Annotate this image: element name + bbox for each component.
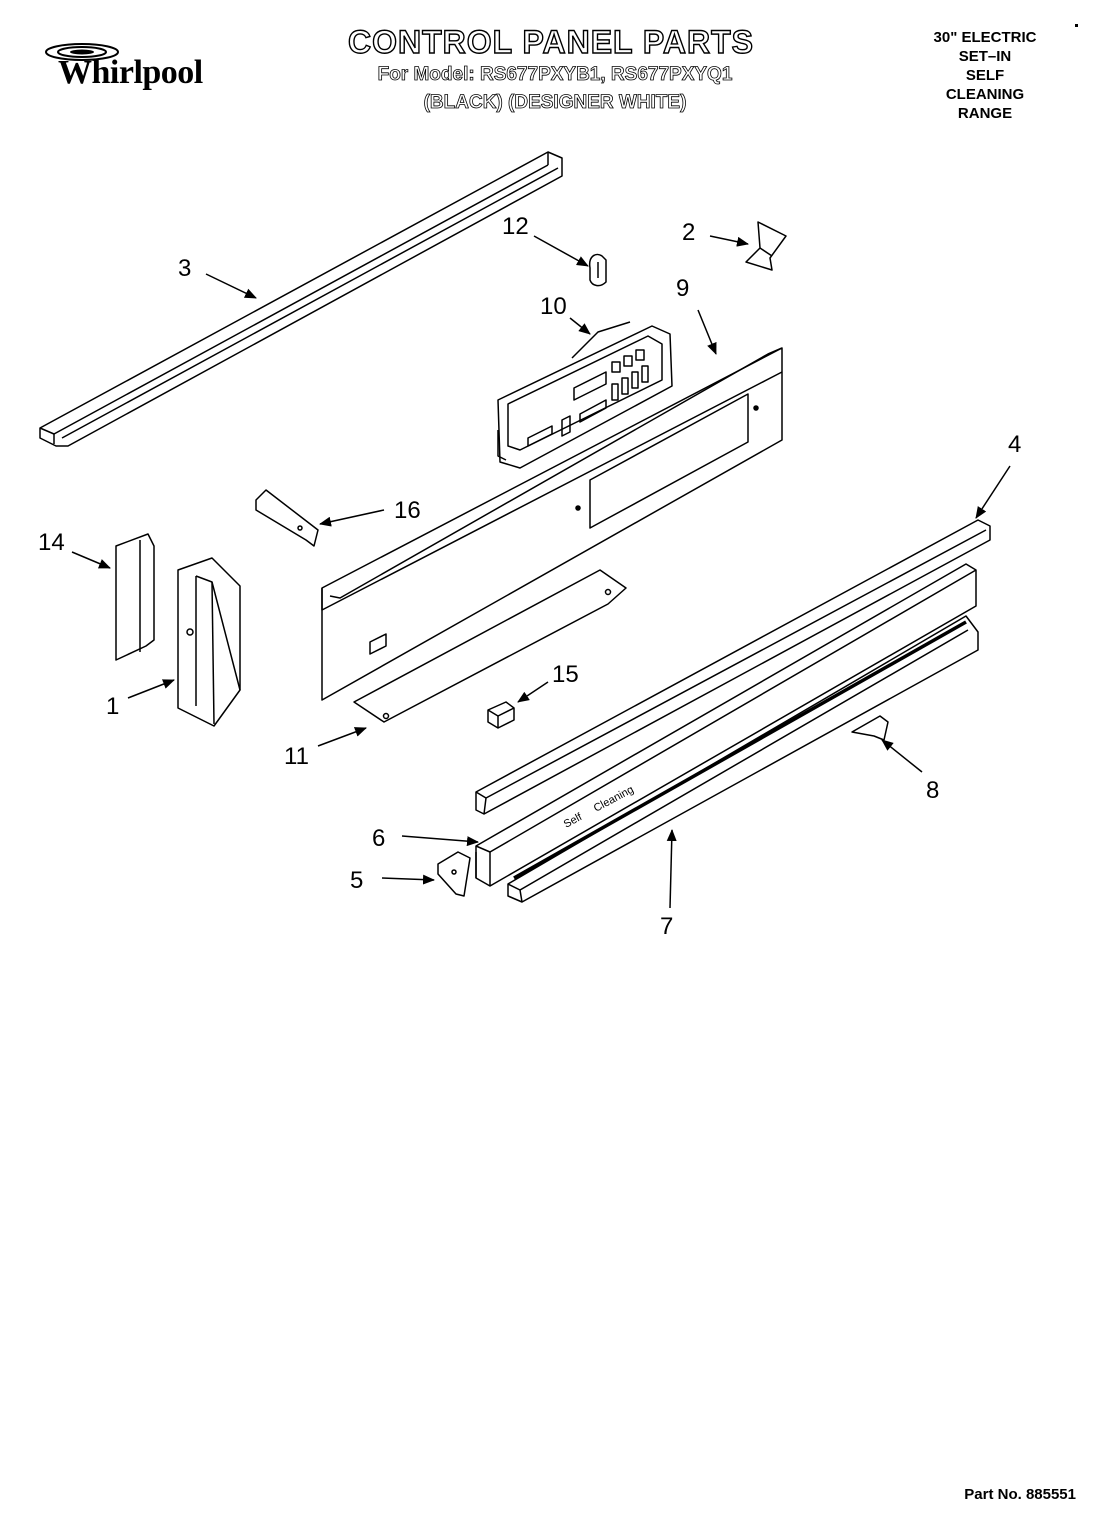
callout-7: 7 bbox=[660, 913, 673, 940]
leader-10 bbox=[569, 317, 591, 335]
leader-8 bbox=[881, 739, 923, 773]
product-line: SELF bbox=[965, 67, 1005, 84]
leader-15 bbox=[517, 681, 549, 703]
leader-14 bbox=[71, 551, 111, 569]
product-line: SET–IN bbox=[958, 48, 1012, 65]
part-2-bracket bbox=[745, 221, 787, 271]
leader-6 bbox=[401, 835, 479, 847]
part-7-bottom-rail bbox=[507, 615, 979, 903]
corner-mark bbox=[1075, 24, 1078, 27]
leader-12 bbox=[533, 235, 589, 267]
callout-1: 1 bbox=[106, 693, 119, 720]
leader-1 bbox=[127, 679, 175, 699]
part-5-end-cap bbox=[437, 851, 471, 897]
part-11-plate bbox=[353, 569, 627, 723]
product-line: CLEANING bbox=[945, 86, 1025, 103]
callout-2: 2 bbox=[682, 219, 695, 246]
part-6-trim bbox=[475, 563, 977, 887]
part-number: Part No. 885551 bbox=[964, 1486, 1076, 1503]
callout-8: 8 bbox=[926, 777, 939, 804]
part-15-switch bbox=[487, 701, 515, 729]
trim-text-self: Self bbox=[562, 811, 585, 831]
page-title: CONTROL PANEL PARTS bbox=[347, 23, 754, 60]
leader-7 bbox=[666, 829, 677, 909]
callout-12: 12 bbox=[502, 213, 529, 240]
product-line: RANGE bbox=[957, 105, 1013, 122]
part-10-electronic-control bbox=[497, 321, 673, 469]
callout-14: 14 bbox=[38, 529, 65, 556]
part-16-bracket bbox=[255, 489, 319, 547]
part-4-trim bbox=[475, 519, 991, 815]
callout-11: 11 bbox=[284, 743, 309, 770]
brand-logo-text: Whirlpool bbox=[58, 54, 203, 91]
product-type: 30" ELECTRIC SET–IN SELF CLEANING RANGE bbox=[905, 28, 1065, 123]
part-1-end-support bbox=[177, 557, 241, 727]
callout-4: 4 bbox=[1008, 431, 1021, 458]
callout-6: 6 bbox=[372, 825, 385, 852]
leader-3 bbox=[205, 273, 257, 299]
part-9-control-panel bbox=[321, 347, 783, 701]
leader-5 bbox=[381, 874, 435, 885]
color-line: (BLACK) (DESIGNER WHITE) bbox=[423, 92, 687, 114]
callout-3: 3 bbox=[178, 255, 191, 282]
model-line: For Model: RS677PXYB1, RS677PXYQ1 bbox=[377, 64, 733, 86]
callout-16: 16 bbox=[394, 497, 421, 524]
callout-9: 9 bbox=[676, 275, 689, 302]
callout-5: 5 bbox=[350, 867, 363, 894]
leader-4 bbox=[975, 465, 1011, 519]
product-line: 30" ELECTRIC bbox=[933, 29, 1037, 46]
part-3-top-rail bbox=[39, 151, 563, 447]
whirlpool-swirl-icon bbox=[45, 43, 119, 61]
leader-2 bbox=[709, 235, 749, 247]
part-12-clip bbox=[588, 253, 607, 287]
callout-10: 10 bbox=[540, 293, 567, 320]
leader-16 bbox=[319, 509, 385, 527]
leader-11 bbox=[317, 727, 367, 747]
part-8-clip bbox=[851, 715, 889, 741]
leader-9 bbox=[697, 309, 717, 355]
part-14-end-cap bbox=[115, 533, 155, 661]
callout-15: 15 bbox=[552, 661, 579, 688]
